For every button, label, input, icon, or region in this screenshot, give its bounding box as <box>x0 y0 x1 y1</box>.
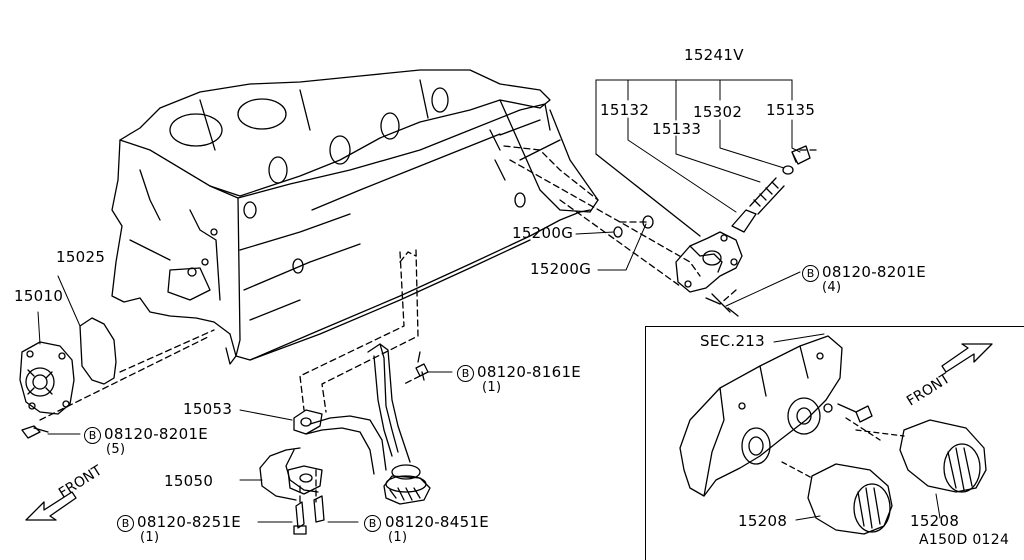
label-15132: 15132 <box>600 101 650 119</box>
bolt-qty-b3: (5) <box>106 442 126 457</box>
label-15208-right: 15208 <box>910 512 960 530</box>
bolt-qty-b5: (1) <box>388 530 408 545</box>
label-15053: 15053 <box>183 400 233 418</box>
bolt-marker-b3: B <box>84 427 101 444</box>
inset-frame <box>645 326 1024 560</box>
front-arrow-inset <box>941 343 993 373</box>
bolt-marker-b4: B <box>117 515 134 532</box>
front-arrow-left <box>25 491 77 521</box>
label-15010: 15010 <box>14 287 64 305</box>
bolt-marker-b1: B <box>802 265 819 282</box>
label-15135: 15135 <box>766 101 816 119</box>
bolt-marker-b2: B <box>457 365 474 382</box>
label-15200G-lower: 15200G <box>530 260 592 278</box>
oil-strainer-drawing <box>259 343 431 535</box>
label-15208-left: 15208 <box>738 512 788 530</box>
bolt-marker-b5: B <box>364 515 381 532</box>
label-15050: 15050 <box>164 472 214 490</box>
diagram-code: A150D 0124 <box>919 532 1010 548</box>
engine-block-drawing <box>111 69 599 365</box>
label-15200G-upper: 15200G <box>512 224 574 242</box>
bolt-part-b2: 08120-8161E <box>477 363 582 381</box>
label-sec213: SEC.213 <box>700 332 765 350</box>
leader-lines <box>37 79 941 523</box>
label-15302: 15302 <box>693 103 743 121</box>
oil-pump-drawing <box>19 317 117 439</box>
bolt-part-b5: 08120-8451E <box>385 513 490 531</box>
assembly-dashed-lines <box>39 145 817 507</box>
label-15025: 15025 <box>56 248 106 266</box>
bolt-qty-b4: (1) <box>140 530 160 545</box>
bolt-part-b1: 08120-8201E <box>822 263 927 281</box>
bolt-part-b4: 08120-8251E <box>137 513 242 531</box>
label-15241V: 15241V <box>684 46 744 64</box>
bolt-qty-b2: (1) <box>482 380 502 395</box>
inset-oil-cooler-drawing <box>679 335 987 535</box>
bolt-part-b3: 08120-8201E <box>104 425 209 443</box>
bolt-qty-b1: (4) <box>822 280 842 295</box>
oil-filter-bracket-drawing <box>595 145 811 317</box>
label-15133: 15133 <box>652 120 702 138</box>
